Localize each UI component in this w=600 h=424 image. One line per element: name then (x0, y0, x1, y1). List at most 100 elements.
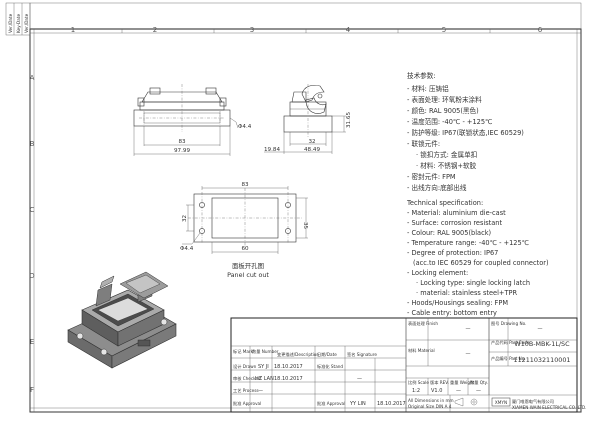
spec-cn-line-8: · 材料: 不锈钢+软胶 (416, 161, 477, 170)
zone-left-c: C (30, 206, 35, 214)
spec-cn-line-5: - 防护等级: IP67(联锁状态,IEC 60529) (407, 128, 524, 137)
checked-label: 审核 Checked (233, 375, 261, 382)
qty-value: — (476, 388, 481, 394)
spec-cn-line-9: - 密封元件: FPM (407, 172, 456, 181)
margin-label-1: Ver./Date (8, 13, 13, 33)
scale-value: 1:2 (412, 388, 420, 394)
front-width-inner-dim: 83 (178, 139, 186, 145)
stand-label: 标准化 Stand (317, 363, 343, 370)
zone-left-a: A (30, 74, 35, 82)
spec-en-line-11: - Cable entry: bottom entry (407, 309, 497, 317)
approval-label: 批准 Approval (317, 400, 345, 407)
spec-cn-line-2: - 表面处理: 环氧粉末涂料 (407, 95, 482, 104)
dims-note: All Dimensions in mm (408, 398, 454, 403)
part-code-value: W10B-MBK-1L/SC (514, 340, 570, 348)
material-label: 材料 Material (408, 347, 435, 354)
cutout-hole-dim: Φ4.4 (180, 246, 194, 252)
weight-value: — (456, 388, 461, 394)
zone-top-3: 3 (250, 26, 254, 34)
approval-label-left: 批准 Approval (233, 400, 261, 407)
spec-cn-line-1: - 材料: 压铸铝 (407, 84, 449, 93)
spec-en-line-7: - Locking element: (407, 269, 468, 277)
spec-cn-line-7: · 锁扣方式: 金属单扣 (416, 150, 477, 159)
isometric-view (67, 271, 177, 369)
zone-left-e: E (30, 338, 34, 346)
company-logo-text: XMYN (495, 400, 507, 405)
spec-en-line-4: - Temperature range: -40℃ - +125℃ (407, 239, 529, 247)
front-view: Φ4.4 83 97.99 (133, 84, 252, 156)
company-logo: XMYN (491, 397, 511, 407)
spec-en-line-8: · Locking type: single locking latch (416, 279, 530, 287)
zone-left-d: D (29, 272, 34, 280)
part-no-label: 产品编号 Part No. (491, 355, 526, 362)
zone-left-f: F (30, 386, 34, 394)
process-label: 工艺 Process (233, 388, 259, 393)
part-code-label: 产品代码 Part Code (491, 339, 530, 346)
hdr-mark: 标记 Mark (233, 348, 254, 355)
checked-name: HZ LAN (255, 376, 274, 382)
spec-en-title: Technical specification: (406, 199, 483, 207)
standard-note: Original Size DIN A 4 (408, 404, 452, 409)
spec-en-line-9: · material: stainless steel+TPR (416, 289, 517, 297)
hdr-date: 日期/Date (317, 352, 337, 358)
checked-date: 18.10.2017 (274, 376, 303, 382)
spec-cn-line-4: - 温度范围: -40℃ - +125℃ (407, 117, 492, 126)
side-height-dim: 31.65 (346, 112, 352, 128)
spec-cn-line-6: - 联锁元件: (407, 139, 440, 148)
spec-en-line-1: - Material: aluminium die-cast (407, 209, 506, 217)
company-name-en: XIAMEN WAIN ELECTRICAL CO.,LTD. (512, 405, 586, 410)
approval-name: YY LIN (349, 401, 366, 407)
spec-en-block: Technical specification: - Material: alu… (406, 199, 549, 317)
hdr-signature: 签名 Signature (347, 351, 377, 358)
front-width-outer-dim: 97.99 (174, 148, 190, 154)
zone-left-b: B (30, 140, 35, 148)
spec-cn-line-3: - 颜色: RAL 9005(黑色) (407, 106, 479, 115)
hdr-change: 变更描述/Description (277, 351, 319, 358)
company-name-cn: 厦门唯恩电气有限公司 (512, 398, 554, 405)
scale-label: 比例 Scale (408, 379, 429, 386)
zone-top-2: 2 (153, 26, 157, 34)
finish-value: — (466, 326, 471, 332)
side-offset-dim: 19.84 (264, 147, 280, 153)
drawn-name: SY JI (258, 364, 269, 370)
projection-symbol (454, 397, 478, 407)
spec-en-line-6: (acc.to IEC 60529 for coupled connector) (413, 259, 549, 267)
side-view: 31.65 32 48.49 19.84 (264, 84, 352, 154)
front-hole-dim: Φ4.4 (238, 124, 252, 130)
zone-top-1: 1 (71, 26, 75, 34)
zone-markers: 1 2 3 4 5 6 A B C D E F (29, 26, 542, 394)
drawing-no-value: — (538, 326, 543, 332)
drawn-label: 设计 Drawn (233, 363, 257, 370)
title-block: 标记 Mark 数量 Number 变更描述/Description 日期/Da… (230, 317, 586, 413)
spec-en-line-3: - Colour: RAL 9005(black) (407, 229, 491, 237)
panel-cutout-view: 83 60 35 32 Φ4.4 面板开孔图 Panel cut out (180, 182, 308, 279)
margin-label-3: Ver./Date (24, 13, 29, 33)
drawing-no-label: 图号 Drawing No. (491, 321, 526, 327)
left-margin-strip: Ver./Date Key-Date Ver./Date (5, 2, 31, 36)
drawn-date: 18.10.2017 (274, 364, 303, 370)
process-name: — (258, 388, 263, 394)
zone-top-6: 6 (538, 26, 543, 34)
cutout-width-dim: 83 (241, 182, 249, 188)
qty-label: 数量 Qty. (470, 379, 488, 386)
spec-en-line-2: - Surface: corrosion resistant (407, 219, 502, 227)
spec-cn-title: 技术参数: (407, 71, 436, 80)
rev-value: V1.0 (431, 388, 442, 394)
finish-label: 表面处理 Finish (408, 320, 438, 327)
cutout-inner-height-dim: 32 (182, 215, 188, 222)
spec-en-line-5: - Degree of protection: IP67 (407, 249, 498, 257)
zone-top-5: 5 (442, 26, 446, 34)
spec-cn-line-10: - 出线方向:底部出线 (407, 183, 467, 192)
panel-cutout-caption-cn: 面板开孔图 (232, 261, 264, 270)
material-value: — (466, 351, 471, 357)
stand-value: — (357, 376, 362, 382)
weight-label: 重量 Weight (450, 379, 475, 386)
zone-top-4: 4 (346, 26, 351, 34)
rev-label: 版本 REV. (430, 379, 449, 386)
side-base-dim: 48.49 (304, 147, 320, 153)
spec-cn-block: 技术参数: - 材料: 压铸铝 - 表面处理: 环氧粉末涂料 - 颜色: RAL… (407, 71, 524, 192)
spec-en-line-10: - Hoods/Housings sealing: FPM (407, 299, 508, 307)
panel-cutout-caption-en: Panel cut out (227, 271, 269, 279)
approval-date: 18.10.2017 (377, 401, 406, 407)
